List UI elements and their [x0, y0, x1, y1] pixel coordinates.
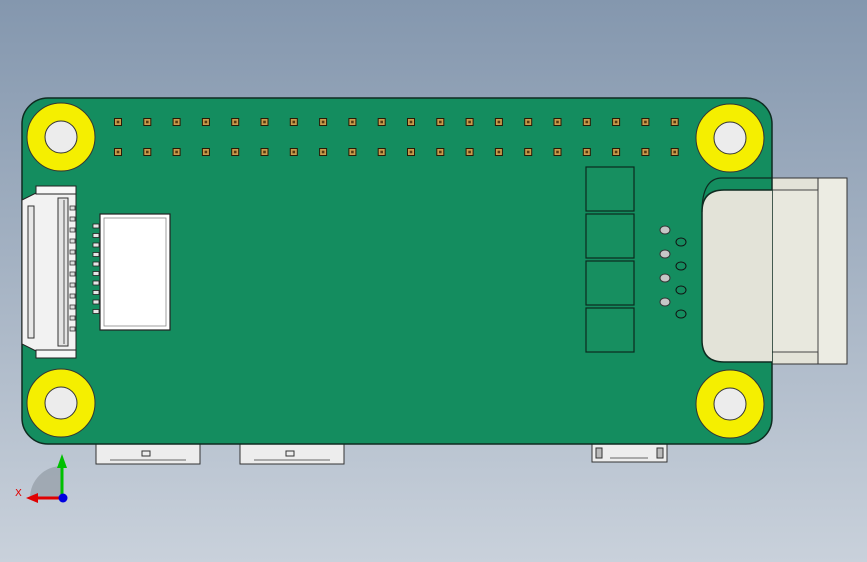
fpc-pin: [69, 326, 76, 332]
fpc-pin: [69, 260, 76, 266]
fpc-pin: [69, 315, 76, 321]
gpio-pad-hole: [175, 120, 178, 124]
fpc-connector: [21, 185, 77, 359]
gpio-pad-hole: [673, 150, 676, 154]
test-point: [659, 273, 671, 283]
gpio-pad-hole: [409, 120, 413, 124]
main-chip: [92, 213, 171, 331]
chip-pin: [92, 242, 100, 248]
gpio-pad-hole: [468, 120, 471, 124]
chip-pin: [92, 271, 100, 276]
gpio-pad-hole: [204, 150, 208, 154]
test-points: [659, 225, 687, 319]
fpc-pin: [69, 227, 76, 233]
smd-pad: [585, 166, 635, 212]
gpio-pad-hole: [292, 150, 296, 154]
chip-pin: [92, 223, 100, 229]
x-axis-label: X: [15, 488, 22, 499]
gpio-pad-hole: [497, 150, 501, 154]
test-point: [659, 225, 671, 235]
gpio-pad-hole: [380, 120, 383, 124]
smd-pads: [585, 166, 635, 353]
gpio-pad-hole: [526, 150, 530, 154]
test-point: [659, 249, 671, 259]
gpio-pad-hole: [321, 150, 325, 154]
fpc-pin: [69, 205, 76, 211]
z-axis-dot: [58, 493, 68, 503]
gpio-pad-hole: [292, 120, 296, 124]
gpio-pad-hole: [439, 150, 442, 154]
gpio-pad-hole: [614, 120, 618, 124]
test-point: [659, 297, 671, 307]
y-axis-arrow: [57, 454, 67, 468]
smd-pad: [585, 307, 635, 353]
gpio-pad-hole: [204, 120, 208, 124]
gpio-pad-hole: [146, 120, 149, 124]
test-point: [675, 285, 687, 295]
gpio-pad-hole: [263, 120, 266, 124]
gpio-pad-hole: [614, 150, 618, 154]
coordinate-triad[interactable]: X: [15, 454, 68, 503]
fpc-pin: [69, 216, 76, 222]
fpc-pins: [69, 205, 76, 332]
test-point: [675, 309, 687, 319]
fpc-pin: [69, 304, 76, 310]
gpio-pad-hole: [351, 120, 354, 124]
mounting-hole-bottom-left: [26, 368, 96, 438]
gpio-pad-hole: [526, 120, 530, 124]
gpio-pad-hole: [175, 150, 178, 154]
chip-pin: [92, 309, 100, 314]
test-point: [675, 237, 687, 247]
x-axis-arrow: [26, 493, 38, 503]
gpio-pad-hole: [116, 150, 120, 154]
gpio-pad-hole: [644, 150, 647, 154]
mounting-holes: [26, 102, 765, 439]
gpio-pad-hole: [439, 120, 442, 124]
gpio-pad-hole: [556, 150, 559, 154]
gpio-pad-hole: [146, 150, 149, 154]
gpio-pad-hole: [321, 120, 325, 124]
smd-pad: [585, 213, 635, 259]
chip-pin: [92, 299, 100, 305]
gpio-pad-hole: [468, 150, 471, 154]
fpc-pin: [69, 238, 76, 244]
chip-pin: [92, 252, 100, 257]
chip-pin: [92, 261, 100, 267]
gpio-header: [114, 118, 679, 156]
gpio-pad-hole: [585, 150, 589, 154]
gpio-pad-hole: [673, 120, 676, 124]
fpc-pin: [69, 249, 76, 255]
mounting-hole-top-right: [695, 103, 765, 173]
fpc-pin: [69, 282, 76, 288]
mounting-hole-bottom-right: [695, 369, 765, 439]
gpio-pad-hole: [263, 150, 266, 154]
gpio-pad-hole: [116, 120, 120, 124]
gpio-pad-hole: [380, 150, 383, 154]
gpio-pad-hole: [233, 120, 237, 124]
gpio-pad-hole: [556, 120, 559, 124]
test-point: [675, 261, 687, 271]
gpio-pad-hole: [585, 120, 589, 124]
gpio-pad-hole: [351, 150, 354, 154]
chip-pin: [92, 290, 100, 295]
fpc-pin: [69, 293, 76, 299]
smd-pad: [585, 260, 635, 306]
chip-pins: [92, 223, 100, 314]
gpio-pad-hole: [409, 150, 413, 154]
gpio-pad-hole: [497, 120, 501, 124]
gpio-pad-hole: [644, 120, 647, 124]
triad-plane-indicator: [30, 466, 62, 498]
chip-pin: [92, 233, 100, 238]
mounting-hole-top-left: [26, 102, 96, 172]
sd-slot-cutout: [701, 189, 772, 363]
chip-pin: [92, 280, 100, 286]
fpc-pin: [69, 271, 76, 277]
gpio-pad-hole: [233, 150, 237, 154]
